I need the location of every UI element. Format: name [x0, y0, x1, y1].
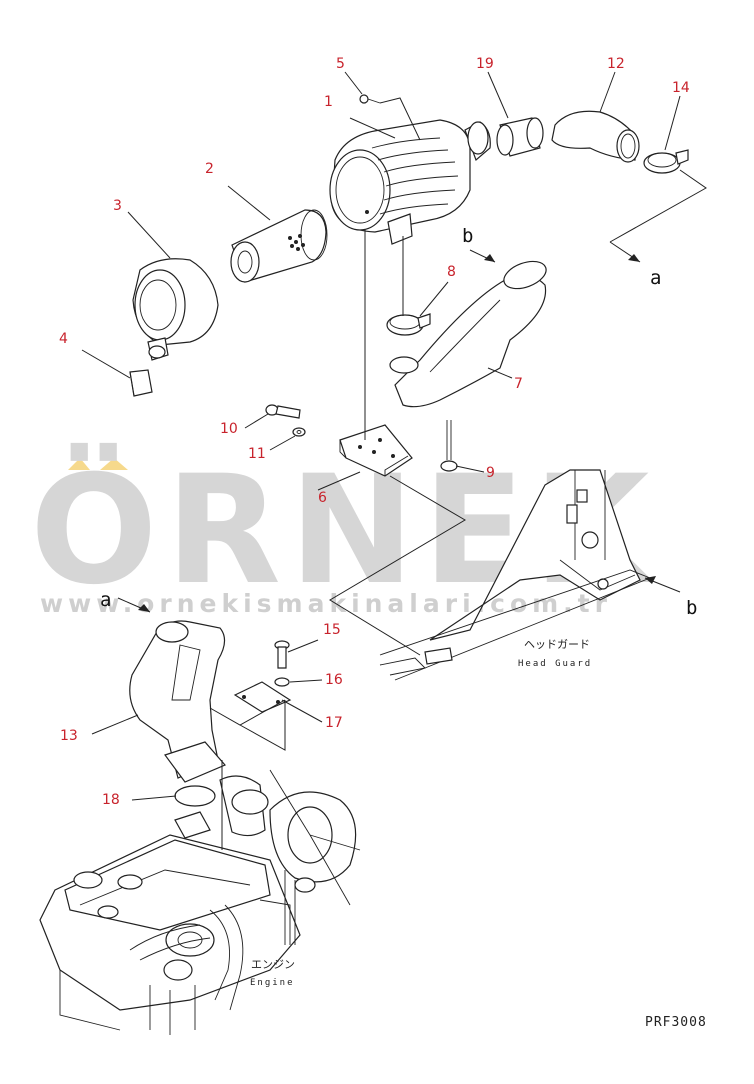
head-guard-structure [379, 469, 652, 681]
part-number-14: 14 [672, 80, 690, 96]
part-number-19: 19 [476, 56, 494, 72]
hose-clamp-14 [643, 149, 689, 174]
bolt-9 [440, 420, 458, 472]
part-number-8: 8 [447, 264, 456, 280]
engine [39, 769, 361, 1035]
reference-label-a-bottom: a [100, 589, 111, 611]
part-number-11: 11 [248, 446, 266, 462]
hose-clamp-8 [386, 313, 431, 336]
evacuator-valve [129, 369, 153, 397]
elbow-13 [129, 620, 226, 783]
part-number-13: 13 [60, 728, 78, 744]
part-number-2: 2 [205, 161, 214, 177]
reference-label-b-right: b [686, 597, 697, 619]
part-number-18: 18 [102, 792, 120, 808]
part-number-5: 5 [336, 56, 345, 72]
part-number-12: 12 [607, 56, 625, 72]
head-guard-caption-jp: ヘッドガード [524, 638, 590, 651]
part-number-16: 16 [325, 672, 343, 688]
washer-11 [292, 427, 306, 437]
part-number-10: 10 [220, 421, 238, 437]
drawing-code: PRF3008 [645, 1015, 707, 1030]
part-numbers: 1 2 3 4 5 6 7 8 9 10 11 12 13 14 15 16 1… [59, 56, 690, 808]
head-guard-caption-en: Head Guard [518, 659, 592, 669]
part-number-7: 7 [514, 376, 523, 392]
intake-pipe [389, 260, 547, 408]
reference-label-a-top: a [650, 267, 661, 289]
small-bolt [359, 94, 381, 104]
part-number-17: 17 [325, 715, 343, 731]
part-number-1: 1 [324, 94, 333, 110]
part-number-15: 15 [323, 622, 341, 638]
engine-caption-en: Engine [250, 978, 295, 988]
part-number-3: 3 [113, 198, 122, 214]
filter-element [230, 209, 328, 283]
reference-label-b-top: b [462, 225, 473, 247]
air-cleaner-body [329, 119, 491, 245]
part-number-6: 6 [318, 490, 327, 506]
hose-19 [496, 117, 544, 157]
mount-bracket [339, 424, 413, 477]
part-number-9: 9 [486, 465, 495, 481]
bolt-10 [265, 404, 301, 419]
bolt-15 [274, 640, 290, 669]
part-number-4: 4 [59, 331, 68, 347]
watermark-url: www.ornekismakinalari.com.tr [40, 589, 612, 618]
cleaner-cap [132, 258, 219, 361]
arrowheads [138, 254, 656, 612]
gasket-18 [174, 785, 216, 807]
washer-16 [274, 677, 290, 687]
engine-caption-jp: エンジン [251, 958, 295, 971]
hose-12 [551, 110, 640, 163]
